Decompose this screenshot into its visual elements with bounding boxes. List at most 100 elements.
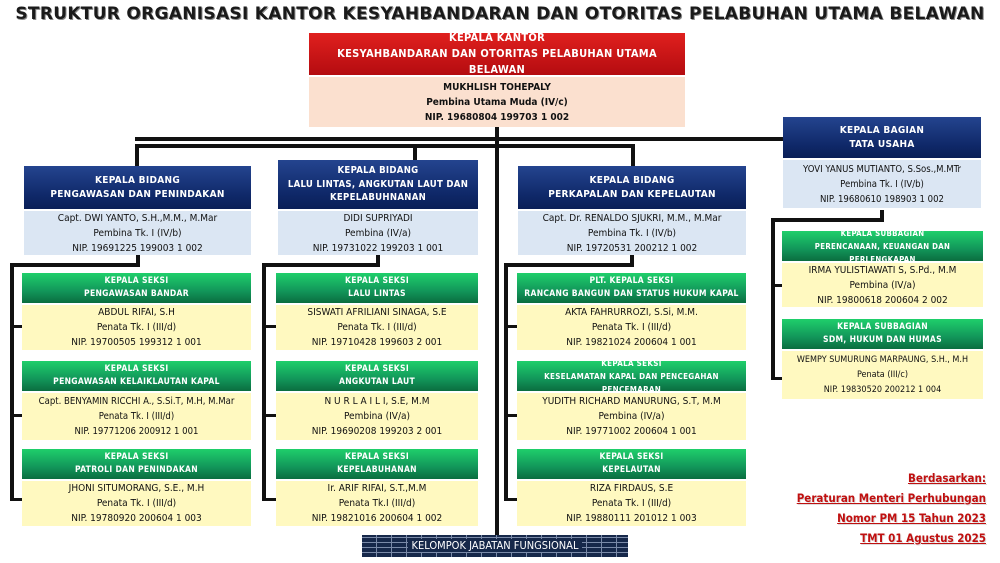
official-name: AKTA FAHRURROZI, S.Si, M.M. [565,307,698,318]
position-title: KEPALA SEKSI [345,364,409,374]
official-name: Ir. ARIF RIFAI, S.T.,M.M [327,483,427,494]
connector-line [504,414,517,417]
kelompok-jabatan-fungsional-box: KELOMPOK JABATAN FUNGSIONAL [362,535,628,557]
official-name: YUDITH RICHARD MANURUNG, S.T, M.M [542,396,721,407]
official-nip: NIP. 19880111 201012 1 003 [566,513,697,524]
connector-line [771,218,775,380]
position-unit: PENGAWASAN KELAIKLAUTAN KAPAL [53,377,220,387]
position-unit: PERENCANAAN, KEUANGAN DAN PERLENGKAPAN [814,241,951,264]
connector-line [262,325,276,328]
position-title: KEPALA SEKSI [345,276,409,286]
official-rank: Penata Tk. I (III/d) [98,411,175,422]
official-rank: Penata (III/c) [856,369,908,380]
kepala-seksi-box: KEPALA SEKSI KESELAMATAN KAPAL DAN PENCEG… [517,359,746,440]
position-unit: KEPELABUHNANAN [329,192,427,204]
connector-line [10,325,22,328]
official-name: Capt. DWI YANTO, S.H.,M.M., M.Mar [57,212,218,224]
connector-line [262,498,276,501]
official-rank: Pembina Tk. I (IV/b) [840,178,924,190]
position-unit: PERKAPALAN DAN KEPELAUTAN [548,188,716,200]
kepala-bidang-perkapalan-box: KEPALA BIDANG PERKAPALAN DAN KEPELAUTAN C… [518,166,746,255]
official-rank: Penata Tk. I (III/d) [96,322,177,333]
kepala-seksi-box: KEPALA SEKSI PENGAWASAN KELAIKLAUTAN KAPA… [22,361,251,440]
connector-line [135,144,635,148]
position-title: KEPALA SEKSI [599,452,664,462]
position-title: KEPALA BAGIAN [839,124,925,136]
official-nip: NIP. 19700505 199312 1 001 [71,337,202,348]
official-rank: Penata Tk. I (III/d) [591,498,672,509]
position-unit: KESELAMATAN KAPAL DAN PENCEGAHAN PENCEMA… [544,371,719,394]
position-unit: SDM, HUKUM DAN HUMAS [823,335,942,345]
connector-line [504,263,508,501]
position-title: KEPALA SEKSI [104,452,169,462]
official-nip: NIP. 19691225 199003 1 002 [72,242,203,254]
note-line: Nomor PM 15 Tahun 2023 [837,511,986,525]
connector-line [135,137,783,141]
position-unit: KEPELAUTAN [602,465,661,475]
official-nip: NIP. 19710428 199603 2 001 [311,337,443,348]
note-line: Berdasarkan: [907,471,986,485]
official-rank: Pembina (IV/a) [598,411,665,422]
official-rank: Pembina Utama Muda (IV/c) [426,96,568,108]
connector-line [413,144,417,160]
note-line: TMT 01 Agustus 2025 [860,531,986,545]
official-nip: NIP. 19690208 199203 2 001 [311,426,443,437]
connector-line [10,498,22,501]
official-nip: NIP. 19830520 200212 1 004 [823,384,942,395]
connector-line [771,218,884,222]
position-unit: LALU LINTAS [348,289,406,299]
connector-line [771,377,782,380]
position-unit: RANCANG BANGUN DAN STATUS HUKUM KAPAL [524,289,739,299]
official-rank: Pembina Tk. I (IV/b) [587,227,677,239]
legal-basis-note: Berdasarkan: Peraturan Menteri Perhubung… [797,468,986,548]
connector-line [771,284,782,287]
connector-line [495,126,499,536]
position-unit: ANGKUTAN LAUT [339,377,415,387]
position-unit: PENGAWASAN BANDAR [84,289,189,299]
official-nip: NIP. 19720531 200212 1 002 [566,242,698,254]
official-rank: Penata Tk. I (III/d) [337,322,417,333]
position-title: KEPALA BIDANG [589,174,675,186]
official-nip: NIP. 19821024 200604 1 001 [566,337,697,348]
connector-line [10,414,22,417]
official-name: Capt. Dr. RENALDO SJUKRI, M.M., M.Mar [542,212,722,224]
official-rank: Penata Tk.I (III/d) [338,498,416,509]
official-name: DIDI SUPRIYADI [343,212,413,224]
connector-line [10,263,140,267]
connector-line [135,144,139,166]
official-name: YOVI YANUS MUTIANTO, S.Sos.,M.MTr [803,163,961,175]
connector-line [631,144,635,166]
official-nip: NIP. 19771206 200912 1 001 [74,426,199,437]
official-name: JHONI SITUMORANG, S.E., M.H [68,483,205,494]
connector-line [880,210,884,222]
position-unit: KEPELABUHANAN [337,465,417,475]
official-name: WEMPY SUMURUNG MARPAUNG, S.H., M.H [796,354,969,365]
official-name: SISWATI AFRILIANI SINAGA, S.E [307,307,447,318]
position-title: KEPALA SEKSI [601,358,662,368]
official-name: Capt. BENYAMIN RICCHI A., S.Si.T, M.H, M… [38,396,235,407]
connector-line [630,254,634,266]
official-name: ABDUL RIFAI, S.H [98,307,175,318]
kjf-label: KELOMPOK JABATAN FUNGSIONAL [407,539,583,552]
official-name: RIZA FIRDAUS, S.E [589,483,674,494]
position-unit: TATA USAHA [849,138,915,150]
official-name: IRMA YULISTIAWATI S, S.Pd., M.M [808,264,957,276]
official-rank: Penata Tk. I (III/d) [591,322,672,333]
official-rank: Pembina (IV/a) [343,411,411,422]
connector-line [262,263,380,267]
position-title: KEPALA SEKSI [345,452,409,462]
chart-title: STRUKTUR ORGANISASI KANTOR KESYAHBANDARA… [15,4,985,24]
connector-line [504,263,634,267]
position-unit: LALU LINTAS, ANGKUTAN LAUT DAN [287,178,469,190]
official-rank: Penata Tk. I (III/d) [96,498,177,509]
position-title: KEPALA SEKSI [104,364,169,374]
connector-line [504,325,517,328]
position-title: KEPALA KANTOR [448,31,546,44]
